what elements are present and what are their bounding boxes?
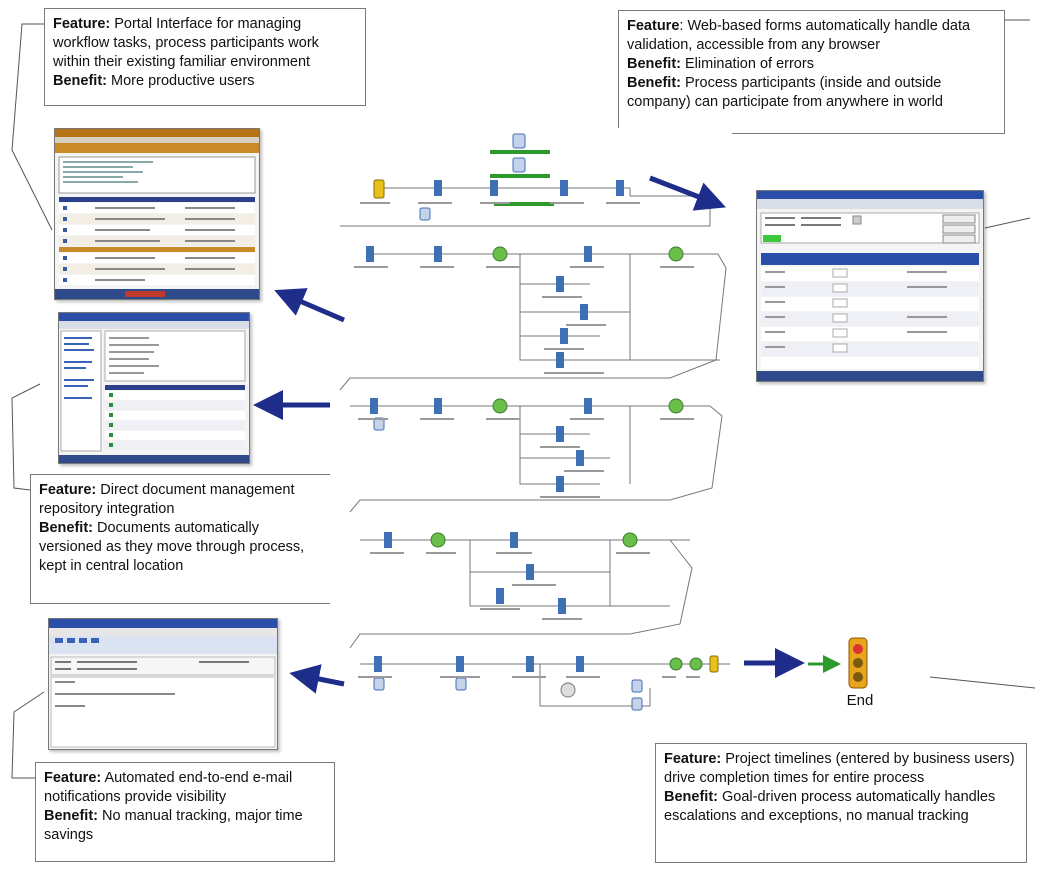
benefit-text: Documents automatically versioned as the… <box>39 520 305 574</box>
end-label: End <box>846 692 874 709</box>
document-screenshot-graphic <box>59 313 249 463</box>
document-screenshot <box>58 312 250 464</box>
leader-end <box>929 676 1036 689</box>
feature-text: : Web-based forms automatically handle d… <box>627 18 971 53</box>
feature-text: Portal Interface for managing workflow t… <box>53 16 319 70</box>
feature-label: Feature: <box>664 751 722 767</box>
benefit-label: Benefit: <box>664 789 718 805</box>
end-node: End <box>838 636 888 716</box>
feature-text: Direct document management repository in… <box>39 482 295 517</box>
callout-forms: Feature: Web-based forms automatically h… <box>618 10 1005 134</box>
callout-portal: Feature: Portal Interface for managing w… <box>44 8 366 106</box>
email-screenshot-graphic <box>49 619 277 748</box>
webform-screenshot <box>756 190 984 382</box>
feature-label: Feature <box>627 18 680 34</box>
benefit-text: Elimination of errors <box>680 56 814 72</box>
benefit-label: Benefit: <box>44 808 98 824</box>
webform-screenshot-graphic <box>757 191 983 381</box>
callout-timeline: Feature: Project timelines (entered by b… <box>655 743 1027 863</box>
benefit-label: Benefit: <box>627 56 681 72</box>
node-captions <box>354 202 700 678</box>
feature-text: Automated end-to-end e-mail notification… <box>44 770 293 805</box>
leader-forms-screen <box>984 217 1031 229</box>
benefit-label: Benefit: <box>627 75 681 91</box>
callout-email: Feature: Automated end-to-end e-mail not… <box>35 762 335 862</box>
benefit-text: Goal-driven process automatically handle… <box>664 789 996 824</box>
workflow-nodes <box>366 133 719 711</box>
callout-documents: Feature: Direct document management repo… <box>30 474 332 604</box>
traffic-light-icon <box>848 637 868 689</box>
benefit-label: Benefit: <box>39 520 93 536</box>
feature-label: Feature: <box>53 16 111 32</box>
portal-screenshot-graphic <box>55 129 259 299</box>
feature-label: Feature: <box>44 770 102 786</box>
feature-label: Feature: <box>39 482 97 498</box>
benefit-text: More productive users <box>106 73 255 89</box>
workflow-diagram <box>330 128 732 743</box>
benefit-text: No manual tracking, major time savings <box>44 808 303 843</box>
benefit-label: Benefit: <box>53 73 107 89</box>
workflow-diagram-graphic <box>330 128 732 743</box>
email-screenshot <box>48 618 278 750</box>
portal-screenshot <box>54 128 260 300</box>
benefit-text: Process participants (inside and outside… <box>627 75 943 110</box>
feature-text: Project timelines (entered by business u… <box>664 751 1015 786</box>
